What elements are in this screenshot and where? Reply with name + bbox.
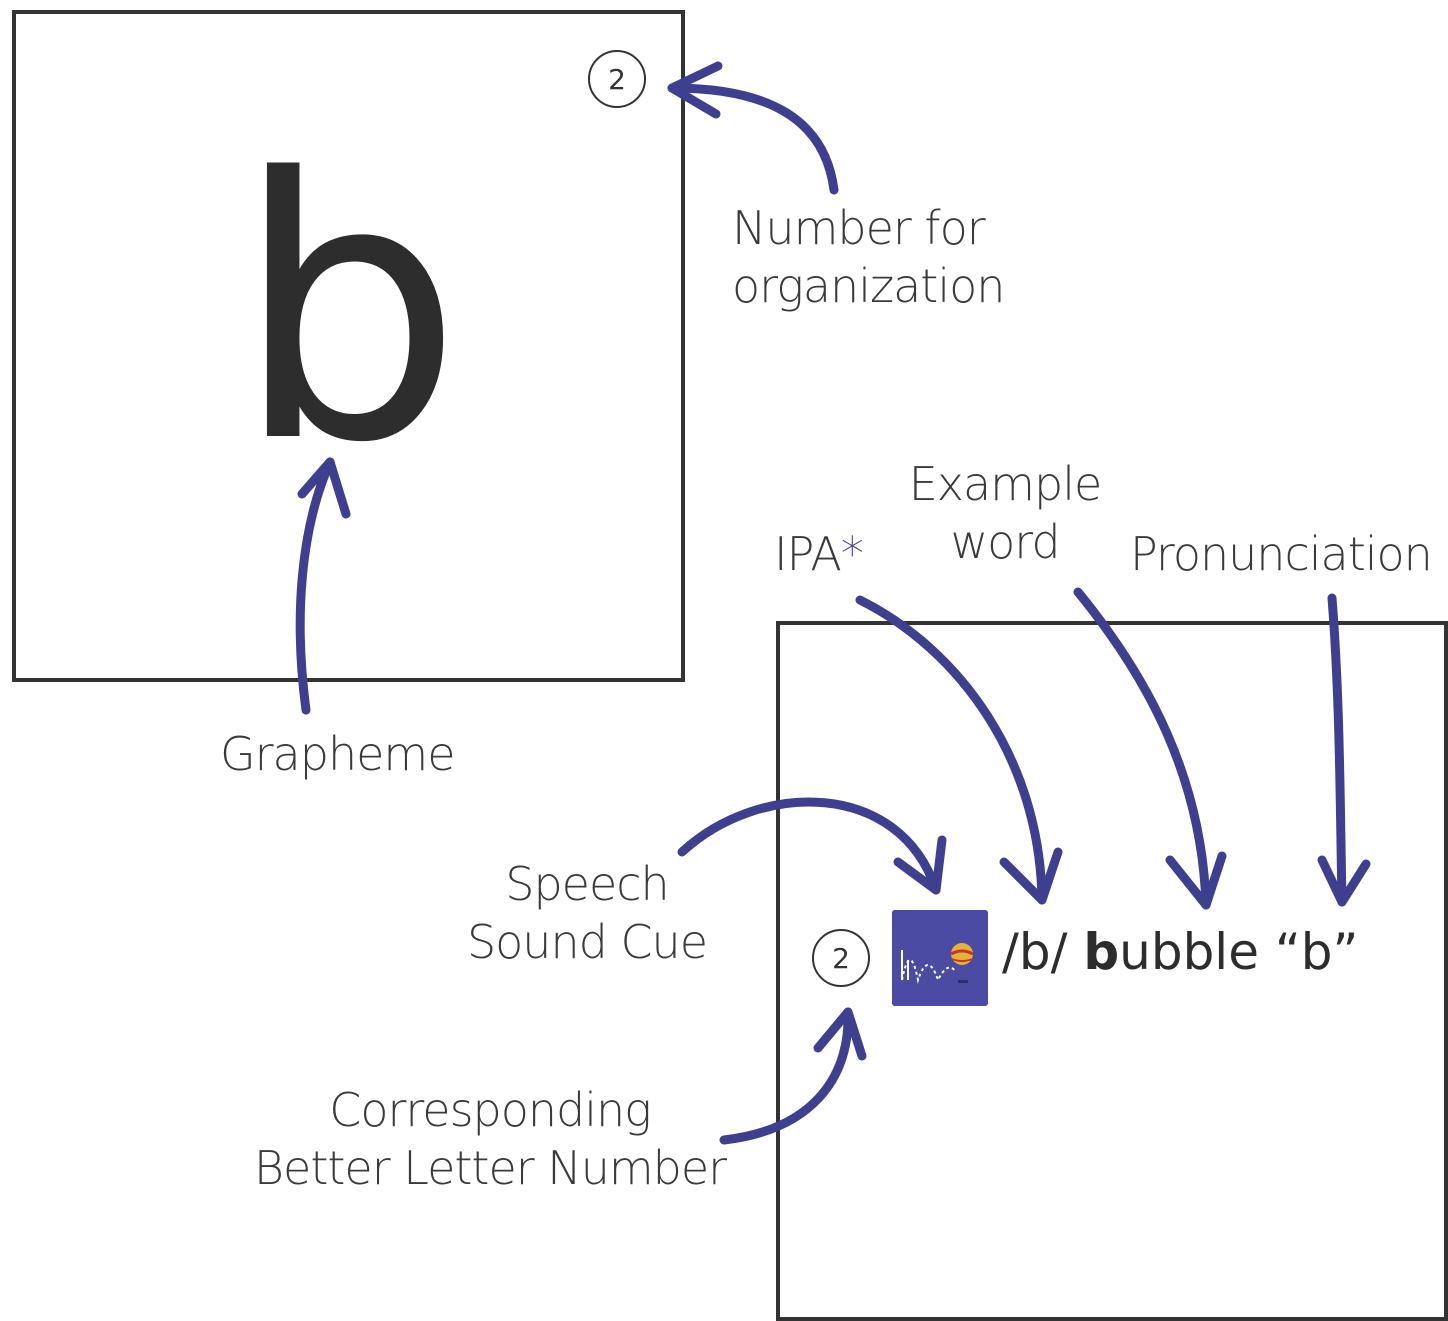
card-number-badge: 2 — [588, 50, 646, 108]
corresponding-number-badge: 2 — [812, 929, 870, 987]
label-line: Example — [908, 457, 1103, 511]
grapheme-card: 2 b — [12, 10, 685, 682]
label-line: Speech — [505, 857, 669, 911]
pronunciation: “b” — [1274, 923, 1359, 981]
label-line: Sound Cue — [466, 914, 708, 969]
label-speech-sound-cue: Speech Sound Cue — [452, 856, 722, 971]
grapheme-letter: b — [234, 102, 463, 521]
example-word-bold-part: b — [1083, 923, 1120, 981]
example-word-rest: ubble — [1119, 923, 1259, 981]
ipa-asterisk: * — [840, 527, 864, 581]
label-line: Number for — [732, 201, 986, 255]
label-line: Corresponding — [329, 1083, 652, 1137]
example-word: bubble — [1083, 923, 1259, 981]
arrow-number-for-organization — [667, 83, 839, 195]
label-ipa-text: IPA — [774, 527, 842, 581]
label-pronunciation: Pronunciation — [1130, 527, 1433, 581]
label-line: Better Letter Number — [253, 1140, 727, 1195]
label-grapheme: Grapheme — [220, 727, 456, 781]
label-line: word — [950, 514, 1060, 569]
label-ipa: IPA* — [774, 526, 864, 584]
label-line: organization — [732, 258, 1005, 313]
ipa-symbol: /b/ — [1002, 923, 1068, 981]
speech-sound-cue-image — [892, 910, 988, 1006]
label-corresponding-number: Corresponding Better Letter Number — [240, 1082, 740, 1197]
label-number-for-organization: Number for organization — [732, 200, 1005, 315]
label-example-word: Example word — [902, 456, 1108, 571]
sound-entry: /b/ bubble “b” — [1002, 922, 1358, 982]
bouncing-ball-icon — [892, 910, 988, 1006]
